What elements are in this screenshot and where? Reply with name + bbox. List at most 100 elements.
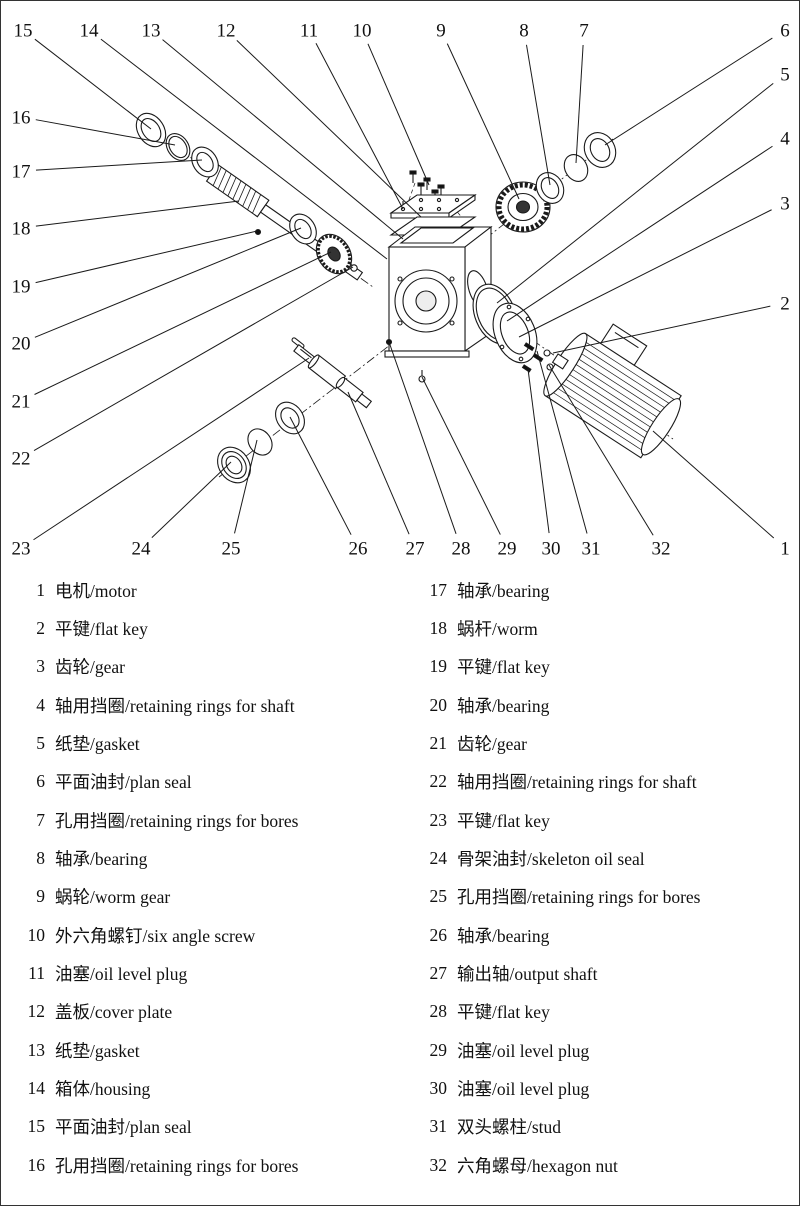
worm-gear-9 [495,181,551,233]
leader-line-7 [575,44,584,164]
part-name: 纸垫/gasket [55,1040,140,1061]
retaining-ring-16 [165,133,191,161]
gear-21 [315,233,353,275]
leader-line-29 [421,376,501,535]
part-number-label-14: 14 [80,21,100,42]
part-number: 29 [429,1039,448,1060]
part-name: 轴承/bearing [55,849,148,870]
part-number: 3 [36,656,45,677]
part-number: 13 [27,1039,46,1060]
part-number: 23 [429,809,448,830]
part-name: 平面油封/plan seal [55,772,192,793]
leader-line-14 [100,38,388,260]
leader-line-15 [34,38,152,130]
part-number-label-15: 15 [14,21,33,42]
part-name: 轴承/bearing [457,695,550,716]
part-number-label-30: 30 [542,539,561,560]
part-number: 31 [429,1116,448,1137]
part-number-label-21: 21 [12,392,31,413]
part-name: 外六角螺钉/six angle screw [55,925,256,946]
part-name: 齿轮/gear [55,657,125,678]
parts-list-item: 1 电机/motor [15,571,407,609]
part-number: 27 [429,963,448,984]
part-number-label-23: 23 [12,539,31,560]
part-name: 输出轴/output shaft [457,964,598,985]
leader-line-27 [347,391,410,535]
parts-list-item: 15 平面油封/plan seal [15,1108,407,1146]
leader-line-19 [35,230,258,284]
part-number: 26 [429,924,448,945]
leader-line-11 [315,43,404,210]
leader-line-2 [552,305,771,354]
part-name: 轴承/bearing [457,925,550,946]
leader-line-17 [35,159,203,171]
part-name: 油塞/oil level plug [55,964,188,985]
leader-line-10 [367,43,430,186]
leader-line-23 [33,357,310,541]
part-number-label-24: 24 [132,539,152,560]
part-name: 孔用挡圈/retaining rings for bores [55,1155,299,1176]
parts-list-item: 30 油塞/oil level plug [417,1069,797,1107]
part-number: 24 [429,848,448,869]
part-number: 20 [429,694,448,715]
parts-list-item: 20 轴承/bearing [417,686,797,724]
part-name: 轴承/bearing [457,580,550,601]
part-number: 28 [429,1001,448,1022]
part-number-label-11: 11 [300,21,318,42]
part-number-label-29: 29 [498,539,517,560]
part-number: 9 [36,886,45,907]
leader-line-28 [388,341,457,535]
leader-line-18 [35,200,240,227]
motor-1 [543,323,682,459]
leader-line-1 [652,430,775,539]
part-name: 箱体/housing [55,1079,151,1100]
part-number: 10 [27,924,46,945]
part-number: 30 [429,1078,448,1099]
part-number-label-20: 20 [12,334,31,355]
part-name: 油塞/oil level plug [457,1079,590,1100]
part-number: 21 [429,733,448,754]
leader-line-25 [234,439,258,534]
part-number-label-17: 17 [12,162,31,183]
part-number: 15 [27,1116,46,1137]
flange-ring [492,302,538,364]
housing-14 [384,225,493,358]
part-number-label-3: 3 [780,194,790,215]
plan-seal-15 [135,112,167,148]
part-number-label-31: 31 [582,539,601,560]
part-number-label-1: 1 [780,539,790,560]
leader-line-20 [34,227,302,338]
part-name: 平面油封/plan seal [55,1117,192,1138]
part-number-label-9: 9 [436,21,446,42]
leader-line-26 [289,416,352,535]
part-number: 1 [36,579,45,600]
part-number: 19 [429,656,448,677]
part-number: 7 [36,809,45,830]
part-name: 电机/motor [55,580,137,601]
plan-seal-6 [583,132,617,168]
part-name: 盖板/cover plate [55,1002,173,1023]
part-number-label-5: 5 [780,65,790,86]
leader-line-9 [446,43,520,200]
part-number-label-6: 6 [780,21,790,42]
leader-line-32 [548,364,654,536]
parts-list-item: 9 蜗轮/worm gear [15,878,407,916]
part-name: 蜗轮/worm gear [55,887,171,908]
part-number-label-13: 13 [142,21,161,42]
